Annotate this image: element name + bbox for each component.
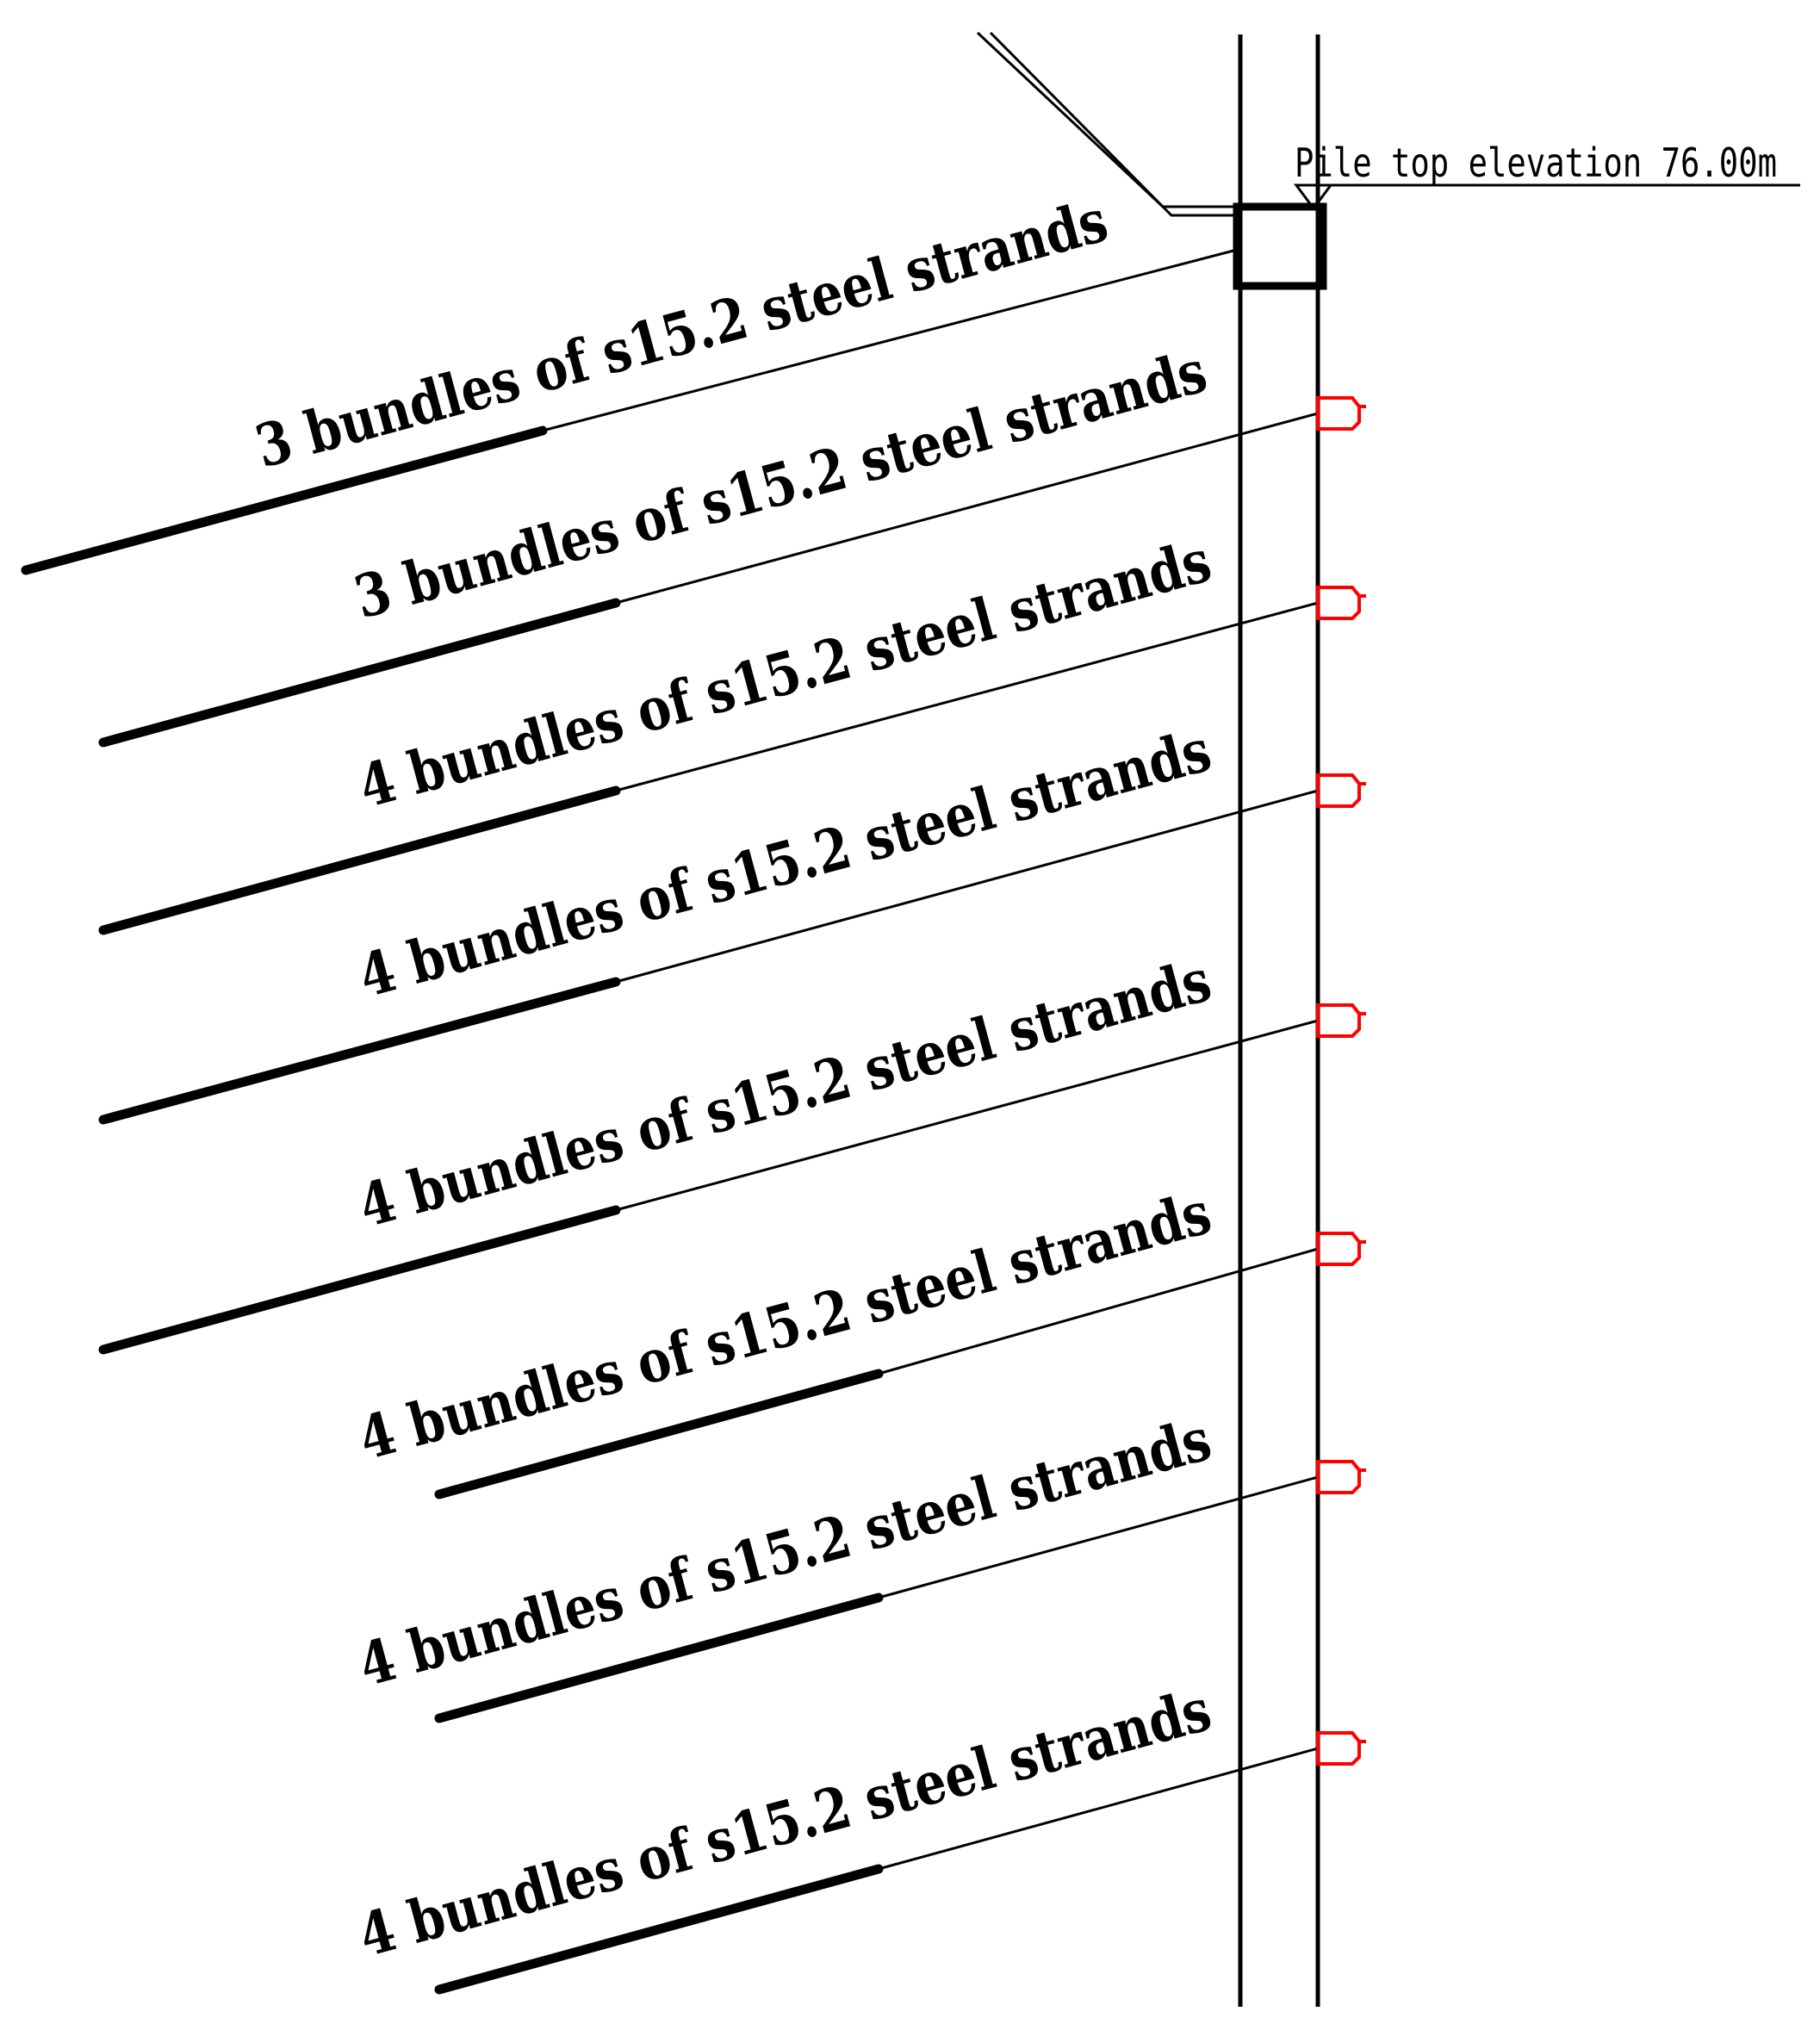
anchor-head-icon — [1316, 1003, 1361, 1038]
anchor-head-icon — [1316, 586, 1361, 620]
anchor-free-length — [615, 412, 1319, 605]
anchor-free-length — [615, 1019, 1319, 1212]
crown-beam-strut — [976, 31, 1240, 217]
strut-line-inner — [989, 31, 1240, 217]
anchor-label: 4 bundles of s15.2 steel strands — [352, 1405, 1219, 1700]
anchor-bonded-length — [98, 598, 621, 748]
anchor-cable: 4 bundles of s15.2 steel strands — [352, 1178, 1366, 1499]
pile-top-elevation-label: Pile top elevation 76.00m — [1295, 140, 1777, 186]
crown-beam — [1233, 202, 1327, 290]
anchor-free-length — [542, 248, 1238, 432]
anchor-bonded-length — [98, 785, 621, 935]
anchor-bonded-length — [434, 1369, 884, 1499]
anchor-free-length — [615, 789, 1319, 984]
anchor-head-icon — [1316, 1460, 1361, 1494]
anchor-free-length — [878, 1475, 1319, 1599]
anchor-label: 4 bundles of s15.2 steel strands — [352, 1675, 1219, 1971]
anchor-label: 4 bundles of s15.2 steel strands — [352, 1178, 1219, 1474]
anchor-head-icon — [1316, 1232, 1361, 1266]
pile-top-elevation-marker: Pile top elevation 76.00m — [1294, 140, 1800, 211]
anchor-bonded-length — [98, 1205, 621, 1355]
anchor-bonded-length — [21, 425, 548, 575]
anchor-free-length — [878, 1247, 1319, 1375]
anchor-bonded-length — [98, 977, 621, 1125]
anchor-head-icon — [1316, 1731, 1361, 1766]
anchor-free-length — [878, 1747, 1319, 1871]
anchor-free-length — [615, 601, 1319, 792]
anchor-bonded-length — [434, 1593, 884, 1723]
anchor-bonded-length — [434, 1864, 884, 1995]
elevation-triangle-icon — [1294, 183, 1333, 211]
pile — [1238, 34, 1320, 2007]
anchor-label: 4 bundles of s15.2 steel strands — [352, 946, 1219, 1241]
anchor-head-icon — [1316, 396, 1361, 431]
anchor-cable: 4 bundles of s15.2 steel strands — [352, 1405, 1366, 1723]
anchor-head-icon — [1316, 773, 1361, 808]
anchor-cable: 4 bundles of s15.2 steel strands — [352, 1675, 1366, 1995]
